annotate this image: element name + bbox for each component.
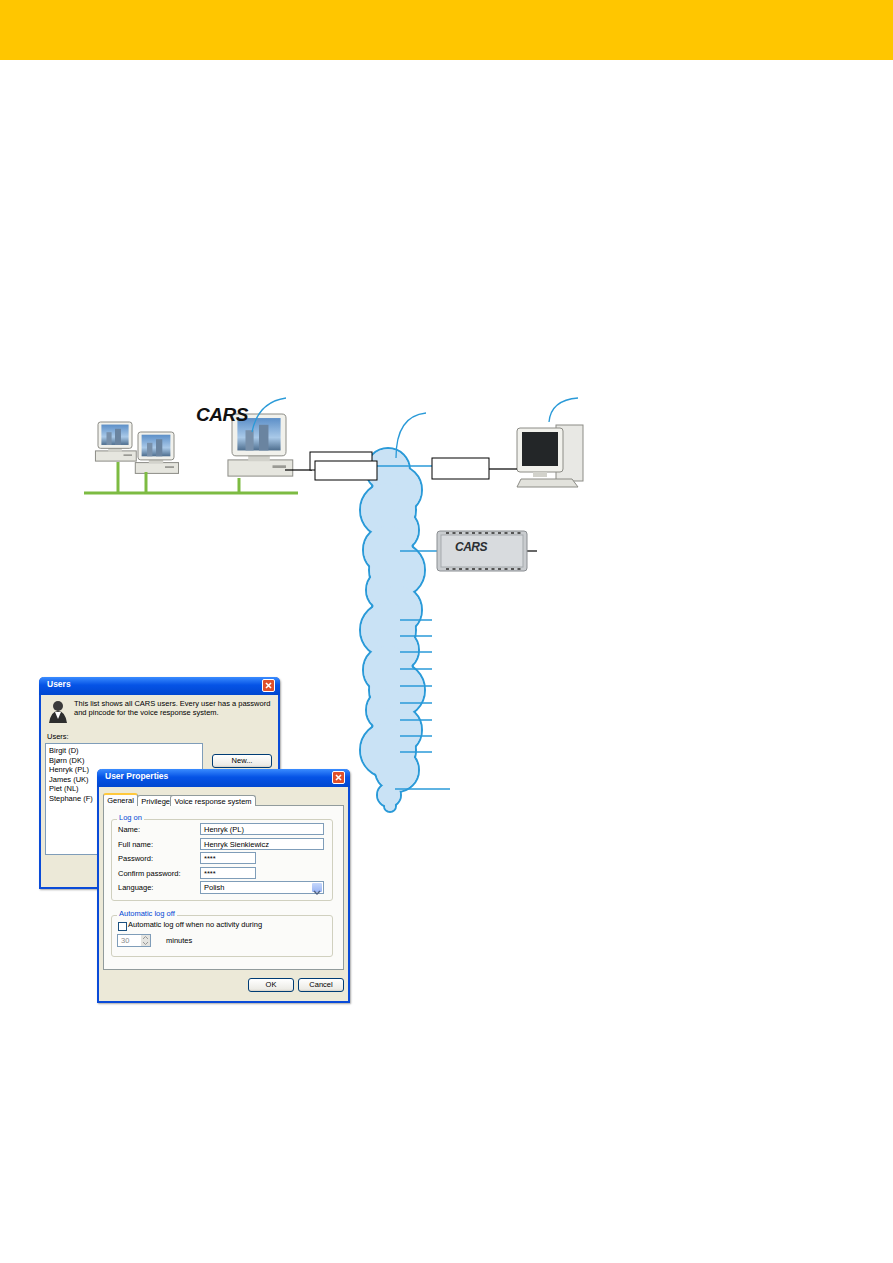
tab: General bbox=[103, 793, 138, 806]
drop-arrow bbox=[312, 883, 322, 892]
leader-lines bbox=[252, 398, 578, 458]
logo-text: CARS bbox=[196, 404, 248, 426]
push-button: New... bbox=[212, 754, 272, 768]
list-item: Birgit (D) bbox=[49, 747, 79, 756]
text-field: Henryk Sienkiewicz bbox=[200, 838, 324, 850]
control-text: **** bbox=[204, 855, 216, 864]
dialog-text: Log on bbox=[117, 814, 144, 823]
pc bbox=[517, 425, 583, 487]
users-icon bbox=[47, 699, 69, 725]
list-item: Piet (NL) bbox=[49, 785, 79, 794]
list-item: Stephane (F) bbox=[49, 795, 93, 804]
control-text: Henryk Sienkiewicz bbox=[204, 841, 269, 850]
text-field: **** bbox=[200, 852, 256, 864]
blue-links bbox=[372, 466, 450, 789]
text-field: Henryk (PL) bbox=[200, 823, 324, 835]
control-text: **** bbox=[204, 870, 216, 879]
cars-unit bbox=[437, 531, 527, 571]
dialog-window: User PropertiesGeneralPrivilegesVoice re… bbox=[97, 769, 350, 1003]
dialog-text: Language: bbox=[118, 884, 153, 893]
close-button bbox=[332, 771, 345, 784]
dialog-text: Users: bbox=[47, 733, 69, 742]
network-cloud bbox=[360, 448, 425, 812]
dialog-text: minutes bbox=[166, 937, 192, 946]
push-button: Cancel bbox=[298, 978, 344, 992]
dialog-text: Users bbox=[47, 680, 71, 690]
group-box: Automatic log offAutomatic log off when … bbox=[111, 915, 333, 957]
dialog-text: Confirm password: bbox=[118, 870, 181, 879]
dialog-text: Name: bbox=[118, 826, 140, 835]
check-box bbox=[118, 922, 127, 931]
dialog-text: Automatic log off bbox=[117, 910, 177, 919]
title-bar bbox=[39, 677, 280, 695]
header-bar bbox=[0, 0, 893, 60]
group-box: Log onName:Full name:Password:Confirm pa… bbox=[111, 819, 333, 901]
dialog-text: Password: bbox=[118, 855, 153, 864]
control-text: New... bbox=[213, 757, 271, 766]
control-text: 30 bbox=[121, 937, 129, 946]
pc bbox=[135, 432, 178, 473]
control-text: Voice response system bbox=[171, 798, 255, 807]
push-button: OK bbox=[248, 978, 294, 992]
dialog-text: This list shows all CARS users. Every us… bbox=[74, 699, 274, 717]
list-item: Bjørn (DK) bbox=[49, 757, 84, 766]
text-field: **** bbox=[200, 867, 256, 879]
pc bbox=[95, 422, 136, 461]
computers bbox=[95, 414, 583, 487]
list-item: James (UK) bbox=[49, 776, 89, 785]
modems bbox=[310, 452, 489, 480]
list-item: Henryk (PL) bbox=[49, 766, 89, 775]
control-text: OK bbox=[249, 981, 293, 990]
spin-box: 30 bbox=[117, 934, 151, 947]
control-text: Polish bbox=[204, 884, 224, 893]
dialog-text: User Properties bbox=[105, 772, 168, 782]
control-text: General bbox=[104, 797, 137, 806]
control-text: Henryk (PL) bbox=[204, 826, 244, 835]
control-text: Cancel bbox=[299, 981, 343, 990]
drop-down: Polish bbox=[200, 881, 324, 894]
spin-arrows bbox=[141, 935, 150, 946]
dialog-text: Full name: bbox=[118, 841, 153, 850]
tab: Voice response system bbox=[170, 795, 256, 806]
close-button bbox=[262, 679, 275, 692]
device-logo: CARS bbox=[455, 540, 487, 554]
dialog-text: Automatic log off when no activity durin… bbox=[128, 921, 262, 930]
